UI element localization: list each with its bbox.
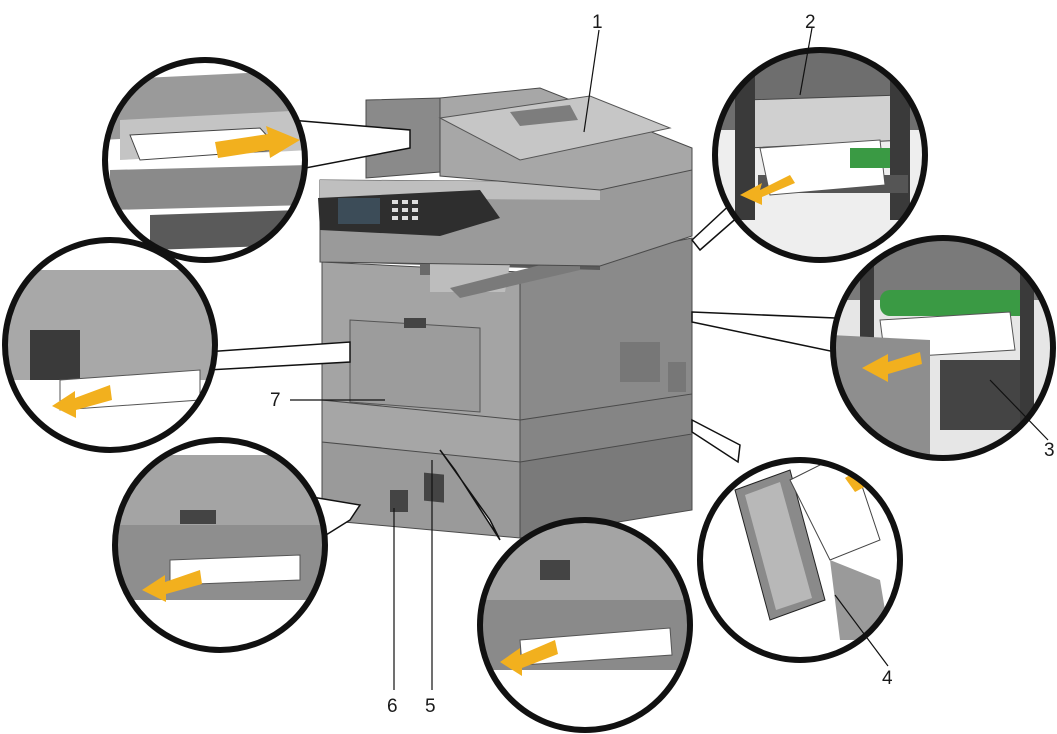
inset-mpf <box>5 240 350 450</box>
inset-fuser-upper <box>692 45 930 265</box>
callout-3: 3 <box>1044 440 1055 461</box>
tray1-handle <box>424 473 444 503</box>
callout-4: 4 <box>882 668 893 689</box>
inset-fuser-lower <box>692 235 1057 465</box>
tray2-handle <box>390 490 408 512</box>
callout-7: 7 <box>270 390 281 411</box>
callout-2: 2 <box>805 12 816 33</box>
callout-5: 5 <box>425 696 436 717</box>
inset-duplex <box>692 420 900 660</box>
callout-1: 1 <box>592 12 603 33</box>
callout-6: 6 <box>387 696 398 717</box>
